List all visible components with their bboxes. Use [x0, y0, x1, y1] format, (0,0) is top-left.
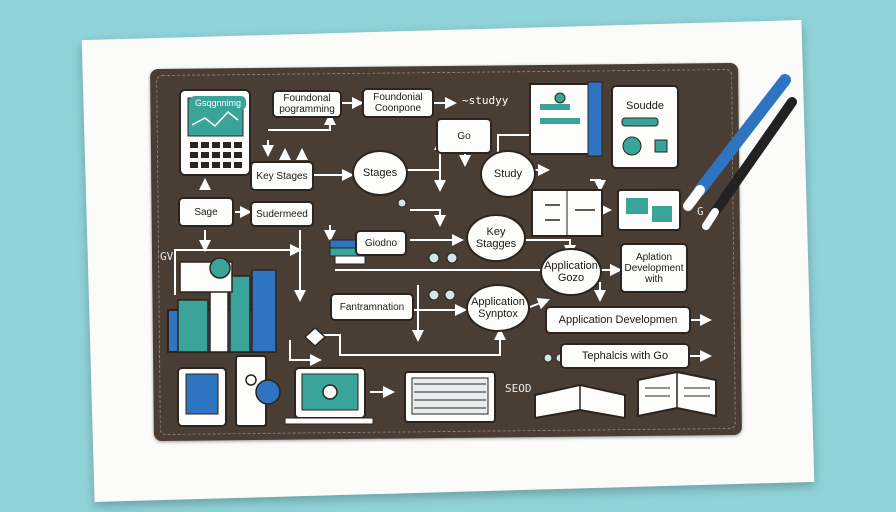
laptop-illustration: [404, 371, 496, 423]
node-tephalcis-with-go: Tephalcis with Go: [560, 343, 690, 369]
connector-lines: [174, 97, 712, 398]
phone-illustration: [177, 367, 227, 427]
node-foundational-programming: Foundonal pogramming: [272, 90, 342, 118]
slides-illustration: [617, 189, 681, 231]
bottom-label-seod: SEOD: [505, 382, 532, 395]
node-application-gozo: Application Gozo: [540, 248, 602, 296]
node-study: Study: [480, 150, 536, 198]
decision-diamond: [303, 326, 327, 348]
node-application-developmen: Application Developmen: [545, 306, 691, 334]
gear-icons: [397, 198, 565, 363]
tablet-title: Gsqgnnimg: [190, 96, 246, 110]
pen-illustration: [683, 74, 797, 230]
open-book-illustration: [534, 383, 626, 420]
node-key-stages-top: Key Stages: [250, 161, 314, 191]
book-stack-illustration: [167, 257, 277, 353]
binder-illustration: [235, 355, 281, 427]
node-stages: Stages: [352, 150, 408, 196]
side-label-g: G: [697, 205, 704, 218]
flowchart-book-illustration: [531, 189, 603, 237]
side-label-gv: GV: [160, 250, 174, 263]
scribble-study: ~studуy: [462, 94, 509, 107]
open-book-2-illustration: [637, 370, 717, 418]
clipboard-illustration: [611, 85, 679, 169]
node-sudermeed: Sudermeed: [250, 201, 314, 227]
node-foundational-components: Foundonial Coonpone: [362, 88, 434, 118]
node-application-development-with: Aplation Development with: [620, 243, 688, 293]
node-soudde: Soudde: [626, 99, 664, 112]
document-illustration: [529, 81, 603, 157]
node-go: Go: [436, 118, 492, 154]
node-sage: Sage: [178, 197, 234, 227]
node-giodno: Giodno: [355, 230, 407, 256]
node-fantramnation: Fantramnation: [330, 293, 414, 321]
node-key-stages: Key Staggеs: [466, 214, 526, 262]
node-application-syntox: Application Synptox: [466, 284, 530, 332]
monitor-illustration: [284, 367, 374, 425]
